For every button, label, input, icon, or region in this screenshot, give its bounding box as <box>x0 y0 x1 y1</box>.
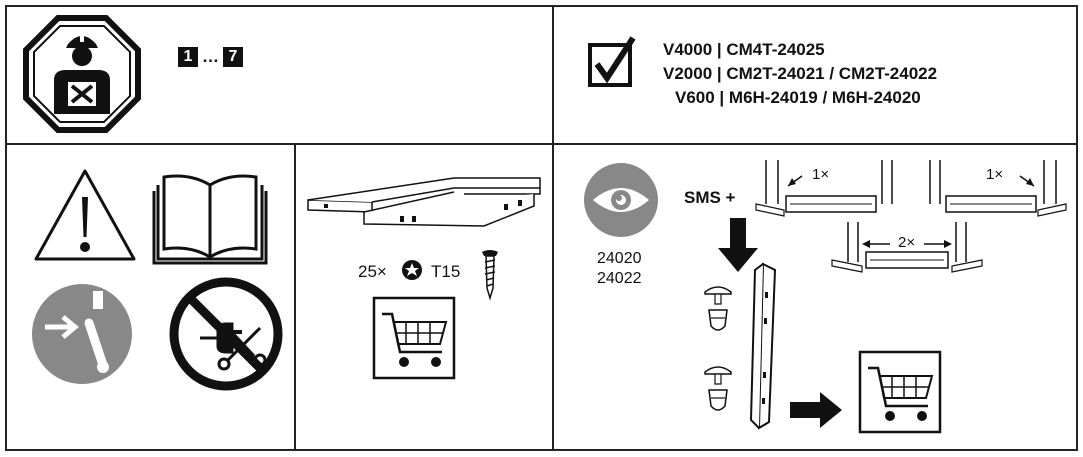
rail-bracket-icon <box>307 177 541 227</box>
cabinet-diagram-icon <box>929 160 1067 217</box>
step-start: 1 <box>178 47 198 67</box>
right-arrow-icon <box>790 392 842 428</box>
plastic-rivet-icon <box>704 366 732 411</box>
model-line-1: V4000 | CM4T-24025 <box>663 40 825 59</box>
screw-icon <box>482 250 498 301</box>
part-codes: 24020 24022 <box>597 249 642 289</box>
no-cut-power-cord-icon <box>169 277 283 391</box>
part-code-2: 24022 <box>597 270 642 287</box>
eye-inspect-icon <box>584 163 658 237</box>
technician-icon <box>23 15 141 133</box>
torx-icon <box>402 260 422 280</box>
disconnect-power-icon <box>32 284 132 384</box>
quantity-middle: 2× <box>898 234 916 251</box>
quantity-right: 1× <box>986 166 1004 183</box>
shopping-cart-icon <box>372 296 456 380</box>
warning-triangle-icon <box>34 169 136 261</box>
cabinet-diagram-icon <box>755 160 893 217</box>
step-end: 7 <box>223 47 243 67</box>
screw-drive: T15 <box>431 262 461 281</box>
model-line-2: V2000 | CM2T-24021 / CM2T-24022 <box>663 64 938 83</box>
screw-quantity: 25× <box>358 262 387 281</box>
model-list: V4000 | CM4T-24025 V2000 | CM2T-24021 / … <box>663 38 937 110</box>
step-separator: … <box>202 47 219 66</box>
checkbox-checked-icon <box>588 36 636 87</box>
part-code-1: 24020 <box>597 250 642 267</box>
sheet-frame <box>5 5 1078 451</box>
model-line-3: V600 | M6H-24019 / M6H-24020 <box>675 88 921 107</box>
down-arrow-icon <box>718 218 758 272</box>
row-divider <box>5 143 1078 145</box>
column-divider-main <box>552 5 554 451</box>
column-divider-left <box>294 143 296 451</box>
quantity-left: 1× <box>812 166 830 183</box>
plastic-rivet-icon <box>704 286 732 331</box>
step-range: 1 … 7 <box>178 47 243 67</box>
manual-book-icon <box>152 174 268 265</box>
shopping-cart-icon <box>858 350 942 434</box>
sms-label: SMS + <box>684 188 736 207</box>
side-rail-icon <box>749 262 777 430</box>
cabinet-diagram-icon <box>831 222 983 273</box>
